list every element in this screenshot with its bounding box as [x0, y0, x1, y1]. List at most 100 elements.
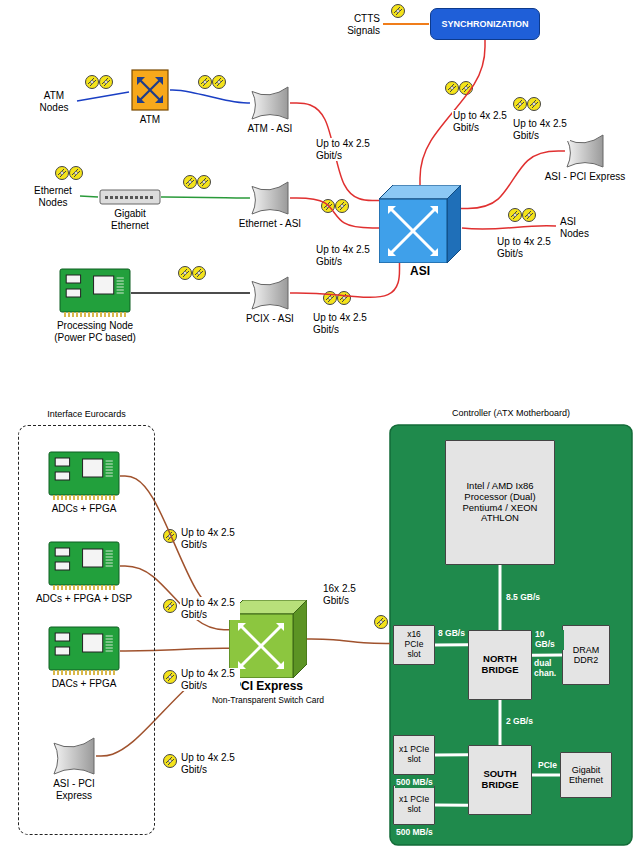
bridge-symbol [250, 85, 290, 121]
node-label: ATM - ASI [248, 123, 293, 135]
memory-box: DRAM DDR2 [562, 625, 610, 685]
board-panel [390, 425, 632, 845]
link-label: Up to 4x 2.5 Gbit/s [315, 138, 375, 161]
cube-drawing [379, 185, 461, 263]
node-label: ADCs + FPGA + DSP [36, 593, 132, 605]
bridge-drawing [565, 133, 605, 169]
link-label: 500 MB/s [395, 778, 434, 788]
link-line [290, 263, 400, 297]
note-label: Ethernet Nodes [28, 185, 78, 208]
link-label: Up to 4x 2.5 Gbit/s [512, 118, 570, 141]
bridge-chip: SOUTH BRIDGE [468, 745, 532, 815]
link-line [435, 753, 468, 756]
link-disc-icon [70, 167, 83, 180]
hub-symbol [99, 188, 161, 206]
link-label: Up to 4x 2.5 Gbit/s [312, 312, 372, 335]
link-disc-icon [164, 530, 177, 543]
board-drawing [48, 541, 120, 591]
bridge-symbol [52, 736, 96, 776]
hub-drawing [99, 188, 161, 206]
slot-box: x1 PCIe slot [393, 735, 435, 775]
atm-symbol [130, 68, 170, 112]
link-label: Up to 4x 2.5 Gbit/s [315, 244, 375, 267]
card-group: Interface EurocardsADCs + FPGAADCs + FPG… [18, 425, 155, 835]
node-label: Processing Node (Power PC based) [49, 320, 141, 343]
link-disc-icon [164, 600, 177, 613]
bridge-card: PCIX - ASI [246, 275, 294, 325]
group-heading: Interface Eurocards [0, 409, 174, 419]
bridge-card: Ethernet - ASI [239, 180, 301, 230]
board-drawing [59, 268, 131, 318]
signal-line [383, 23, 429, 25]
node-label: PCIX - ASI [246, 313, 294, 325]
node-label: SOUTH BRIDGE [472, 769, 528, 791]
node-label: Non-Transparent Switch Card [212, 696, 324, 706]
link-line [120, 648, 229, 651]
link-disc-icon [338, 292, 351, 305]
link-line [290, 103, 379, 201]
node-label: PCI Express [233, 680, 303, 694]
interface-board: ADCs + FPGA + DSP [36, 541, 132, 605]
board-drawing [48, 626, 120, 676]
interface-board: DACs + FPGA [48, 626, 120, 690]
link-label: Up to 4x 2.5 Gbit/s [180, 752, 240, 775]
board-symbol [48, 541, 120, 591]
network-line [77, 92, 129, 101]
ethernet-chip: Gigabit Ethernet [560, 752, 612, 798]
processor-box: Intel / AMD Ix86 Processor (Dual) Pentiu… [445, 440, 555, 565]
link-disc-icon [179, 267, 192, 280]
link-label: PCIe [537, 761, 558, 771]
node-label: SYNCHRONIZATION [442, 19, 529, 29]
board-drawing [48, 451, 120, 501]
cube-drawing [229, 600, 307, 678]
link-disc-icon [184, 176, 197, 189]
link-disc-icon [528, 98, 541, 111]
interface-board: ADCs + FPGA [48, 451, 120, 515]
link-disc-icon [460, 82, 473, 95]
note-label: ATM Nodes [34, 90, 74, 113]
cube-symbol [229, 600, 307, 678]
link-disc-icon [514, 98, 527, 111]
network-line [80, 196, 98, 197]
link-line [307, 639, 390, 643]
link-label: 2 GB/s [505, 717, 534, 727]
bridge-drawing [250, 85, 290, 121]
slot-box: x1 PCIe slot [393, 785, 435, 825]
node-label: DACs + FPGA [52, 678, 117, 690]
link-label: Up to 4x 2.5 Gbit/s [180, 597, 240, 620]
board-symbol [59, 268, 131, 318]
link-line [290, 198, 379, 228]
note-label: dual chan. [534, 659, 562, 679]
link-disc-icon [336, 200, 349, 213]
link-label: Up to 4x 2.5 Gbit/s [180, 527, 240, 550]
node-label: ADCs + FPGA [52, 503, 117, 515]
link-line [131, 292, 250, 294]
link-line [499, 700, 502, 745]
node-label: Gigabit Ethernet [564, 765, 608, 786]
note-label: ASI Nodes [560, 216, 600, 239]
node-label: DRAM DDR2 [566, 645, 606, 666]
node-label: x16 PCIe slot [397, 630, 431, 659]
node-label: Ethernet - ASI [239, 218, 301, 230]
bridge-drawing [52, 736, 96, 776]
bridge-card: ASI - PCI Express [38, 736, 110, 801]
link-line [532, 774, 560, 777]
sync-box: SYNCHRONIZATION [430, 8, 540, 40]
atm-switch: ATM [130, 68, 170, 126]
bridge-drawing [250, 180, 290, 216]
node-label: x1 PCIe slot [397, 745, 431, 765]
link-disc-icon [193, 267, 206, 280]
node-label: Gigabit Ethernet [100, 208, 160, 231]
link-label: 16x 2.5 Gbit/s [322, 583, 384, 606]
link-label: 8.5 GB/s [505, 593, 541, 603]
node-label: ASI - PCI Express [38, 778, 110, 801]
bridge-symbol [565, 133, 605, 169]
link-disc-icon [198, 176, 211, 189]
cube-symbol [379, 185, 461, 263]
bridge-symbol [250, 180, 290, 216]
atm-drawing [130, 68, 170, 112]
link-disc-icon [213, 76, 226, 89]
link-disc-icon [523, 209, 536, 222]
ethernet-switch: Gigabit Ethernet [99, 188, 161, 231]
link-label: Up to 4x 2.5 Gbit/s [452, 110, 512, 133]
